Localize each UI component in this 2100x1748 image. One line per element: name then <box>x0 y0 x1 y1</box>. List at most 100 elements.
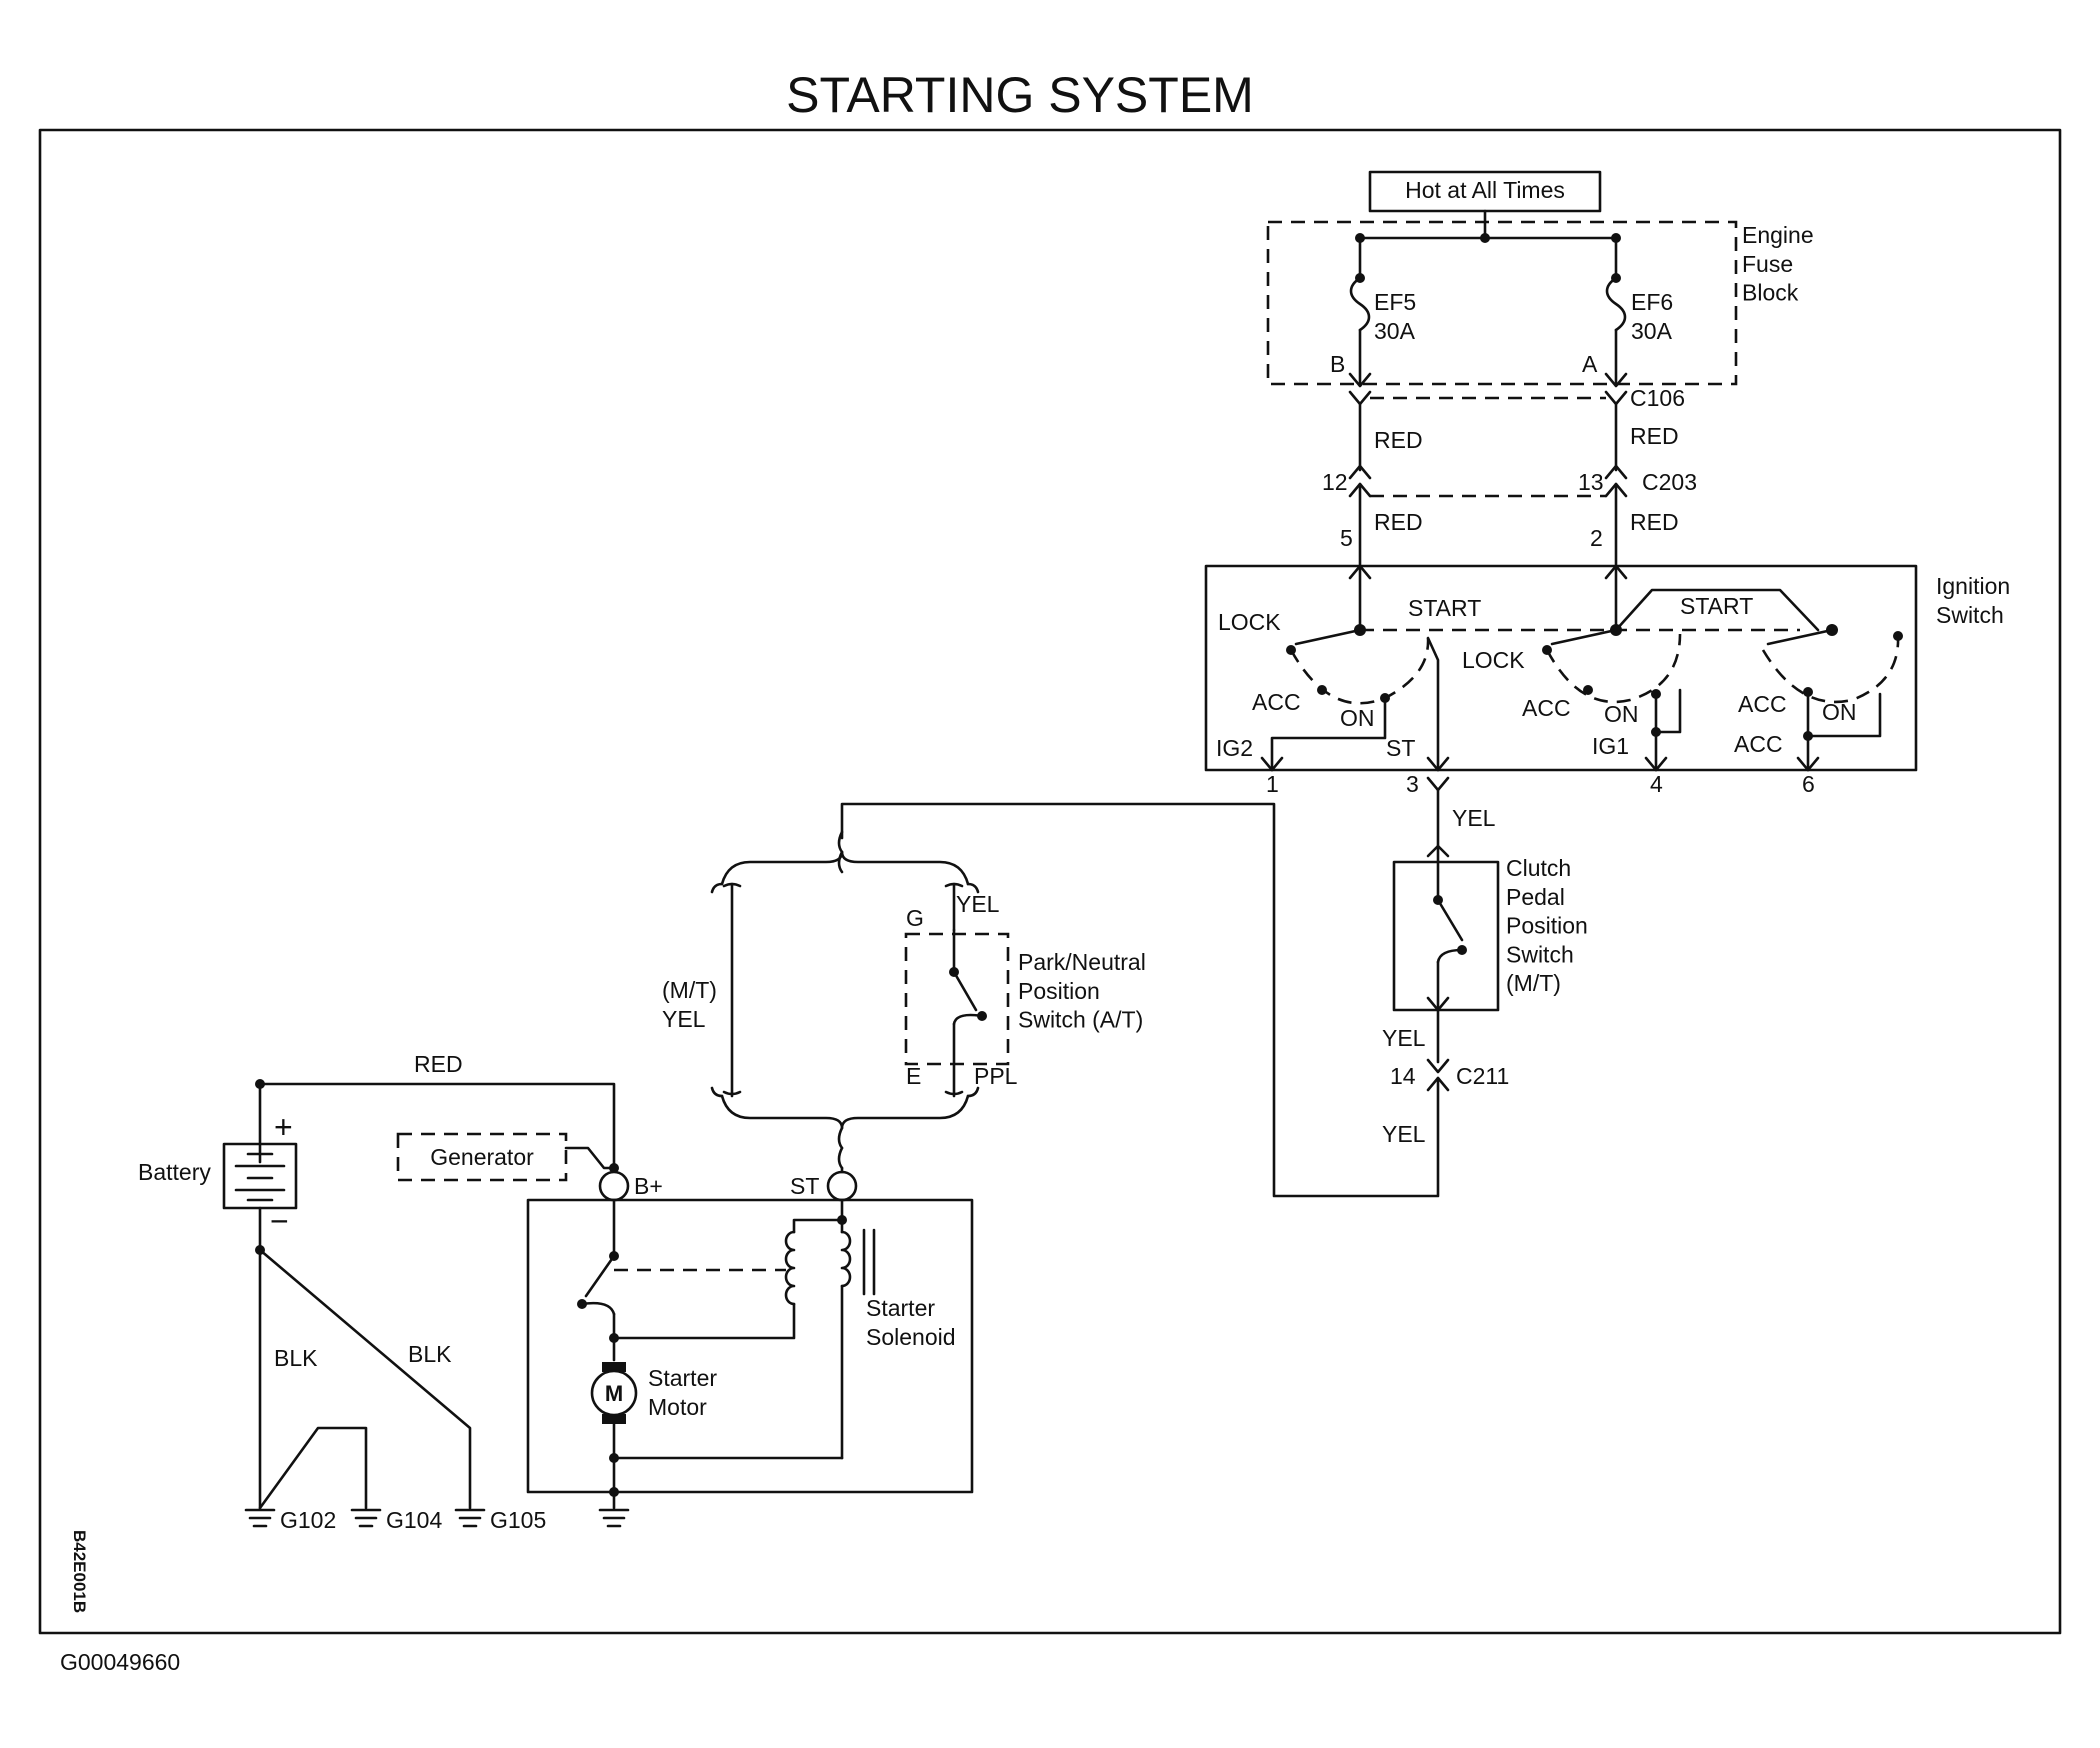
ground-g104-label: G104 <box>386 1507 442 1533</box>
wire-red-label-2: RED <box>1630 423 1679 449</box>
ign-lock-label-2: LOCK <box>1462 647 1525 673</box>
ign-ig1-label: IG1 <box>1592 733 1629 759</box>
wire-red-label-4: RED <box>1630 509 1679 535</box>
ign-ig1-path <box>1654 688 1682 734</box>
battery-name: Battery <box>138 1159 211 1185</box>
ign-lock-label-1: LOCK <box>1218 609 1281 635</box>
wire-blk-label-2: BLK <box>408 1341 452 1367</box>
wire-mt-yel-label: (M/T)YEL <box>662 977 717 1032</box>
connector-c203-label: C203 <box>1642 469 1697 495</box>
wire-g102-g104 <box>258 1426 368 1510</box>
generator-box <box>396 1132 568 1182</box>
page-title: STARTING SYSTEM <box>786 67 1254 123</box>
connector-c211: 14 C211 <box>1390 1058 1509 1092</box>
ground-g102-label: G102 <box>280 1507 336 1533</box>
starter-bplus-label: B+ <box>634 1173 663 1199</box>
ign-st-label: ST <box>1386 735 1415 761</box>
connector-c106-label: C106 <box>1630 385 1685 411</box>
starter-st-terminal <box>826 1170 858 1202</box>
hot-at-all-times-label: Hot at All Times <box>1405 177 1565 203</box>
fuse-pin-b: B <box>1330 351 1345 377</box>
connector-c211-pin: 14 <box>1390 1063 1416 1089</box>
ign-s3-end-node <box>1893 631 1903 641</box>
connector-c211-label: C211 <box>1456 1063 1509 1089</box>
ign-s2-start-bridge <box>1614 588 1820 632</box>
ign-s1-blade <box>1294 628 1362 646</box>
ign-start-label-1: START <box>1408 595 1481 621</box>
starter-motor-symbol: M <box>590 1362 638 1424</box>
fuse-ef6-symbol <box>1605 276 1627 332</box>
ign-s2-arc <box>1545 633 1682 704</box>
ign-s1-lock-node <box>1286 645 1296 655</box>
starter-ground <box>598 1508 630 1528</box>
park-neutral-pin-g: G <box>906 905 924 931</box>
ign-on-label-1: ON <box>1340 705 1375 731</box>
wire-red-label-3: RED <box>1374 509 1423 535</box>
fuse-block-box <box>1266 220 1738 386</box>
brace-bottom <box>720 1094 970 1130</box>
ign-ig2-label: IG2 <box>1216 735 1253 761</box>
ign-s1-acc-node <box>1317 685 1327 695</box>
wire-yel-label-3: YEL <box>1382 1121 1426 1147</box>
bus-node-right <box>1611 233 1621 243</box>
ground-g104: G104 <box>350 1507 442 1533</box>
wire-yel-label-2: YEL <box>1382 1025 1426 1051</box>
ign-acc-label-1: ACC <box>1252 689 1301 715</box>
battery-minus-label: − <box>270 1203 289 1239</box>
ign-acc-loop <box>1806 690 1882 738</box>
park-neutral-pin-e: E <box>906 1063 921 1089</box>
ign-acc-label-4: ACC <box>1734 731 1783 757</box>
bus-node <box>1480 233 1490 243</box>
ign-on-label-2: ON <box>1604 701 1639 727</box>
ign-acc-label-3: ACC <box>1738 691 1787 717</box>
ign-s2-acc-node <box>1583 685 1593 695</box>
ign-s3-arc <box>1761 635 1900 704</box>
solenoid-coils <box>612 1198 876 1460</box>
ignition-switch-box <box>1204 564 1918 772</box>
ground-g105: G105 <box>454 1507 546 1533</box>
ign-on-label-3: ON <box>1822 699 1857 725</box>
ignition-pin-5: 5 <box>1340 525 1353 551</box>
generator-name: Generator <box>430 1144 534 1170</box>
wire-yel-label-4: YEL <box>956 891 1000 917</box>
fuse-pin-a: A <box>1582 351 1598 377</box>
wire-ppl-label: PPL <box>974 1063 1018 1089</box>
ignition-pin-6: 6 <box>1802 771 1815 797</box>
starter-bplus-terminal <box>598 1170 630 1202</box>
connector-c106: C106 <box>1348 372 1685 411</box>
connector-c203: 12 13 C203 <box>1322 464 1697 498</box>
starter-st-label: ST <box>790 1173 819 1199</box>
ign-acc-label-2: ACC <box>1522 695 1571 721</box>
side-code: B42E001B <box>70 1530 89 1613</box>
battery: RED + − Battery BLK BLK <box>138 1051 616 1510</box>
ign-s1-arc <box>1289 637 1430 705</box>
park-neutral-switch-box <box>904 932 1010 1066</box>
fuse-ef5-symbol <box>1349 276 1371 332</box>
ign-start-label-2: START <box>1680 593 1753 619</box>
ignition-pin-4: 4 <box>1650 771 1663 797</box>
wire-blk-g105 <box>258 1248 472 1510</box>
ign-s2-blade <box>1550 628 1618 646</box>
wire-yel-return <box>840 802 1440 1198</box>
ground-g102: G102 <box>244 1507 336 1533</box>
ignition-pin-3: 3 <box>1406 771 1419 797</box>
wire-red-label-1: RED <box>1374 427 1423 453</box>
connector-c203-pin-12: 12 <box>1322 469 1348 495</box>
wire-red-battery-label: RED <box>414 1051 463 1077</box>
bus-node-left <box>1355 233 1365 243</box>
fuse-bus <box>1358 236 1618 280</box>
ignition-pin-1: 1 <box>1266 771 1279 797</box>
